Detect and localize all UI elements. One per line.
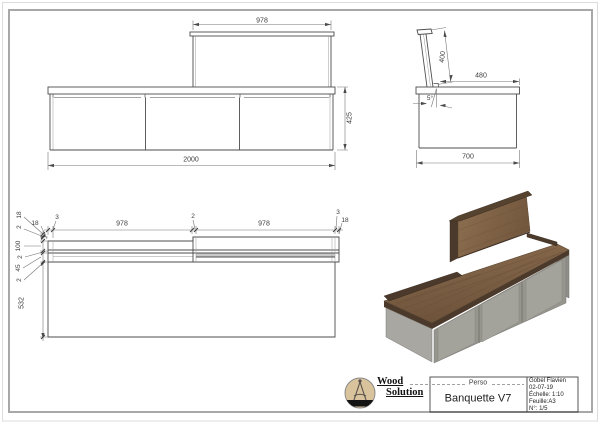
compass-icon: [352, 379, 368, 404]
plan-view: [47, 236, 340, 338]
drawer-front: [481, 283, 520, 343]
dim-plan-45: 45: [14, 264, 22, 272]
dim-front-978: 978: [256, 17, 268, 24]
dim-front-425: 425: [346, 112, 354, 124]
backrest-edge: [449, 217, 459, 263]
titleblock-project: Perso: [465, 379, 491, 387]
logo-text-solution: Solution: [386, 387, 424, 398]
drawer-front: [525, 259, 563, 322]
dim-plan-18b: 18: [31, 219, 39, 227]
titleblock-info-column: Gobel Flavien 02-07-19 Échelle: 1:10 Feu…: [529, 378, 577, 413]
dim-front-2000: 2000: [183, 156, 199, 164]
dim-side-400: 400: [438, 50, 448, 64]
dim-plan-18a: 18: [15, 211, 23, 219]
logo-text-wood: Wood: [377, 376, 404, 387]
body-left-face: [385, 307, 433, 363]
titleblock-sheet: Feuille:A3: [529, 398, 556, 405]
logo-band: [346, 400, 374, 407]
dim-side-angle: 5°: [426, 94, 434, 102]
drawer-front: [437, 307, 476, 362]
front-view-dimensions: [47, 20, 348, 170]
dim-plan-978-right: 978: [258, 220, 270, 228]
backrest-cap: [448, 190, 533, 222]
dim-plan-978-left: 978: [116, 220, 128, 228]
dim-plan-2a: 2: [15, 225, 23, 229]
dim-side-700: 700: [462, 153, 474, 161]
dim-side-480: 480: [475, 72, 487, 80]
dim-plan-3-right: 3: [336, 208, 340, 216]
plan-view-dimensions: [22, 215, 343, 341]
titleblock-author: Gobel Flavien: [529, 378, 567, 384]
dim-plan-2c: 2: [15, 278, 23, 282]
titleblock-date: 02-07-19: [529, 384, 554, 391]
dim-plan-18-right: 18: [341, 216, 349, 224]
side-view: [415, 28, 520, 149]
dim-plan-100: 100: [14, 240, 22, 252]
titleblock-scale: Échelle: 1:10: [529, 391, 564, 398]
dim-plan-532: 532: [18, 297, 26, 309]
render-3d-view: [383, 190, 570, 364]
dim-plan-2: 2: [191, 212, 195, 220]
titleblock-number: N°: 1/5: [529, 405, 548, 412]
titleblock-title: Banquette V7: [444, 392, 512, 405]
dim-plan-2b: 2: [16, 255, 24, 259]
dim-plan-3-left: 3: [55, 213, 59, 221]
front-view: [47, 31, 336, 151]
company-logo: [344, 377, 376, 409]
side-view-dimensions: [413, 27, 520, 168]
